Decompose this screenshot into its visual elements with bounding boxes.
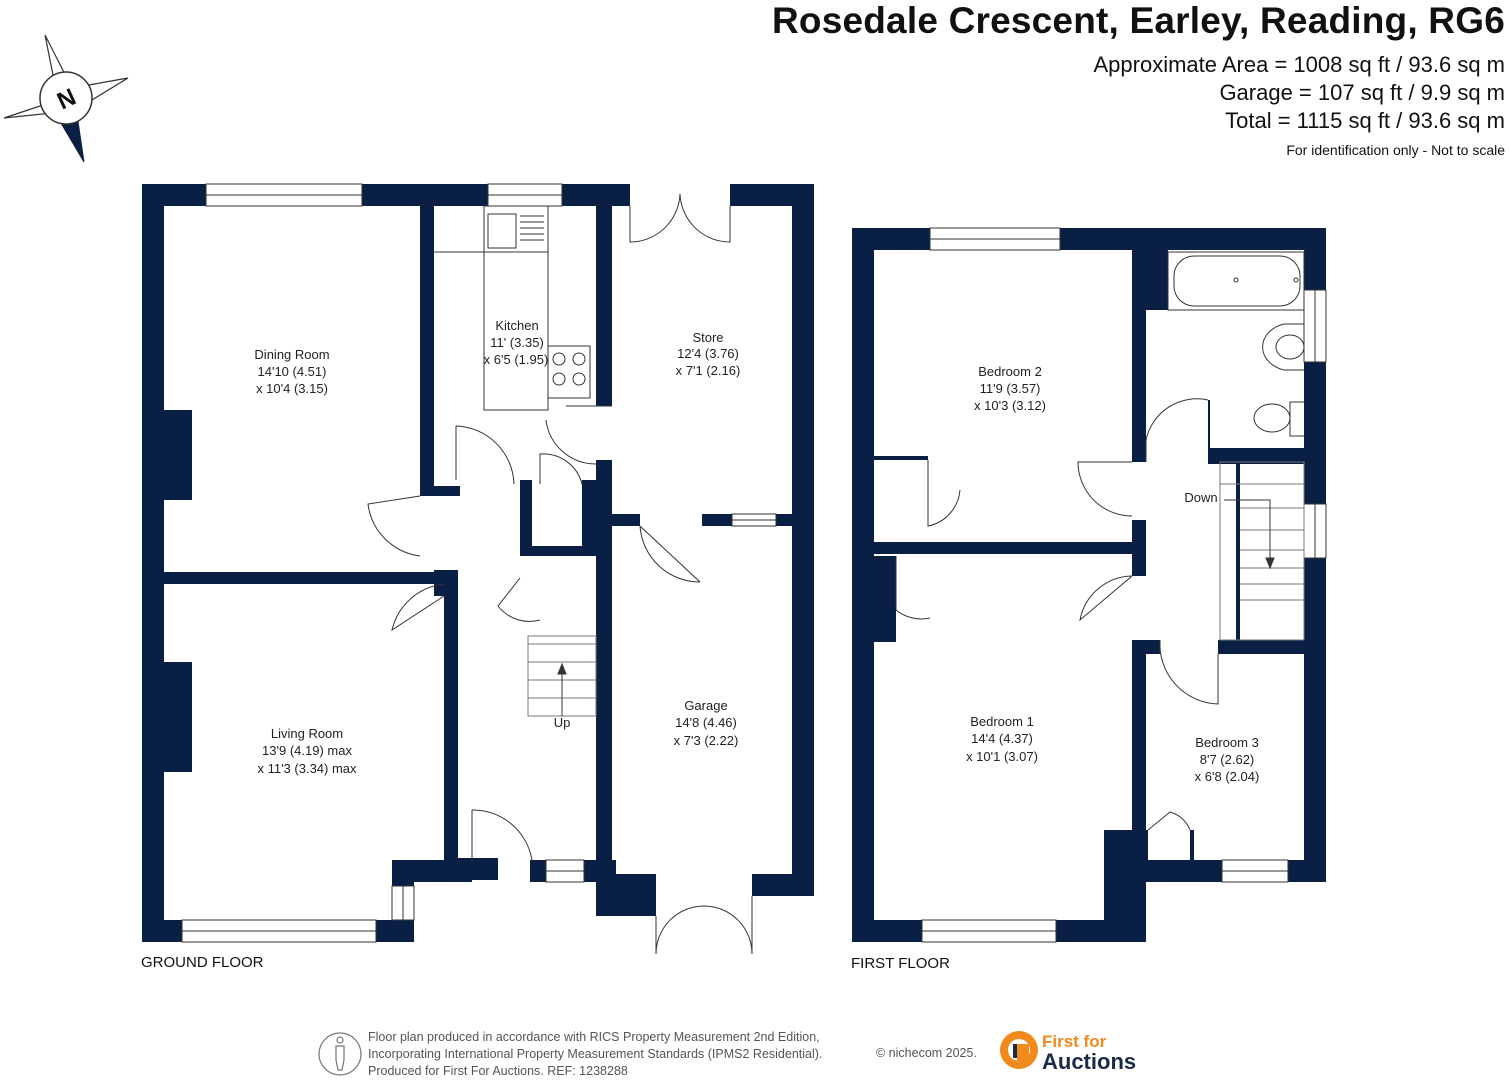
room-dim-store: 12'4 (3.76) [677,346,739,361]
first-floor-walls [852,228,1326,942]
room-dim2-bedroom-3: x 6'8 (2.04) [1195,769,1260,784]
first-floor-doors [895,398,1219,831]
ground-floor-walls [142,184,814,942]
room-dim2-bedroom-2: x 10'3 (3.12) [974,398,1046,413]
room-dim2-dining: x 10'4 (3.15) [256,381,328,396]
room-name-garage: Garage [684,698,727,713]
first-stairs [1219,461,1305,641]
person-icon [318,1032,362,1076]
room-dim-bedroom-3: 8'7 (2.62) [1200,752,1255,767]
room-name-kitchen: Kitchen [495,318,538,333]
stairs-up-label: Up [554,715,571,730]
room-dim-bedroom-1: 14'4 (4.37) [971,731,1033,746]
room-dim-garage: 14'8 (4.46) [675,715,737,730]
room-dim-dining: 14'10 (4.51) [258,364,327,379]
room-dim2-garage: x 7'3 (2.22) [674,733,739,748]
room-name-dining: Dining Room [254,347,329,362]
ground-stairs [527,635,597,717]
first-floor-windows [921,227,1327,943]
room-name-bedroom-1: Bedroom 1 [970,714,1034,729]
first-for-auctions-logo-icon [1000,1031,1038,1069]
room-name-bedroom-3: Bedroom 3 [1195,735,1259,750]
ground-floor-labels: Dining Room 14'10 (4.51) x 10'4 (3.15) K… [254,318,740,776]
compass-icon: N [3,34,129,163]
approximate-area: Approximate Area = 1008 sq ft / 93.6 sq … [1093,52,1505,77]
page-title: Rosedale Crescent, Earley, Reading, RG6 [771,0,1505,41]
logo-text-bottom: Auctions [1042,1049,1137,1074]
room-dim2-living: x 11'3 (3.34) max [257,761,357,776]
kitchen-fittings [434,205,591,411]
footer-line-2: Incorporating International Property Mea… [368,1047,823,1061]
footer-statement: Floor plan produced in accordance with R… [368,1029,822,1080]
stairs-down-label: Down [1184,490,1217,505]
copyright: © nichecom 2025. [876,1046,977,1060]
bathroom-fittings [1167,251,1305,437]
room-name-living: Living Room [271,726,343,741]
first-floor-labels: Bedroom 2 11'9 (3.57) x 10'3 (3.12) Bedr… [966,364,1259,784]
room-dim2-store: x 7'1 (2.16) [676,363,741,378]
first-for-auctions-logo: First for Auctions [1042,1032,1137,1074]
logo-text-top: First for [1042,1032,1107,1051]
ground-floor-label: GROUND FLOOR [141,954,264,971]
room-dim2-kitchen: x 6'5 (1.95) [484,352,549,367]
room-dim2-bedroom-1: x 10'1 (3.07) [966,749,1038,764]
room-name-store: Store [692,330,723,345]
footer-line-1: Floor plan produced in accordance with R… [368,1030,820,1044]
room-name-bedroom-2: Bedroom 2 [978,364,1042,379]
room-dim-bedroom-2: 11'9 (3.57) [980,381,1041,396]
garage-area: Garage = 107 sq ft / 9.9 sq m [1219,80,1505,105]
room-dim-kitchen: 11' (3.35) [490,335,544,350]
room-dim-living: 13'9 (4.19) max [262,743,352,758]
ground-floor-doors [367,193,753,955]
total-area: Total = 1115 sq ft / 93.6 sq m [1225,108,1505,133]
disclaimer-note: For identification only - Not to scale [1286,142,1505,158]
footer-line-3: Produced for First For Auctions. REF: 12… [368,1064,628,1078]
first-floor-label: FIRST FLOOR [851,955,950,972]
ground-floor-windows [181,183,777,943]
